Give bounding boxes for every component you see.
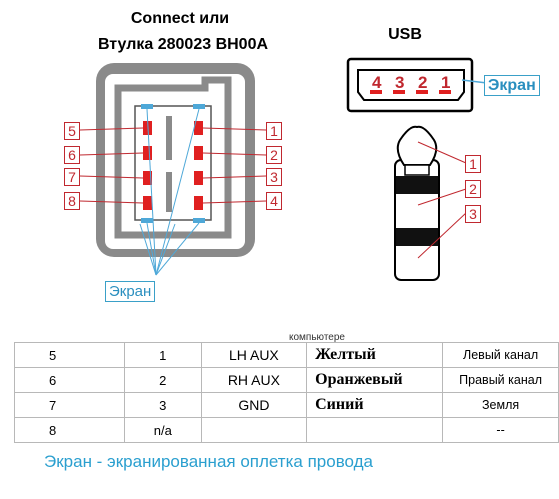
pins-left bbox=[143, 121, 152, 210]
pin-label-7: 7 bbox=[64, 168, 80, 186]
table-row: 6 2 RH AUX Оранжевый Правый канал bbox=[14, 367, 559, 393]
jack-plug bbox=[394, 125, 440, 281]
cell-pin: 6 bbox=[14, 367, 125, 393]
pin-label-2: 2 bbox=[266, 146, 282, 164]
cell-usb: n/a bbox=[123, 417, 202, 443]
usb-tongue bbox=[357, 69, 465, 101]
pin-label-1: 1 bbox=[266, 122, 282, 140]
usb-pin-3: 3 bbox=[395, 73, 405, 92]
pins-right bbox=[194, 121, 203, 210]
jack-leaders bbox=[417, 141, 467, 259]
jack-pin-1: 1 bbox=[465, 155, 481, 173]
usb-contacts bbox=[370, 90, 451, 94]
usb-pin-1: 1 bbox=[441, 73, 451, 92]
cell-pin: 7 bbox=[14, 392, 125, 418]
usb-title: USB bbox=[388, 26, 422, 43]
cell-usb: 1 bbox=[123, 342, 202, 368]
pin-label-8: 8 bbox=[64, 192, 80, 210]
pin-label-5: 5 bbox=[64, 122, 80, 140]
cell-desc: Левый канал bbox=[442, 342, 559, 368]
connector-title-line1: Connect или bbox=[130, 10, 230, 27]
center-key-top bbox=[166, 116, 172, 160]
pin-label-4: 4 bbox=[266, 192, 282, 210]
usb-pin-2: 2 bbox=[418, 73, 428, 92]
screen-contact-tl bbox=[141, 104, 153, 109]
pin-label-6: 6 bbox=[64, 146, 80, 164]
cell-desc: -- bbox=[442, 417, 559, 443]
cell-color: Синий bbox=[306, 392, 444, 418]
cell-signal: GND bbox=[200, 392, 308, 418]
screen-leaders bbox=[139, 108, 200, 276]
cell-desc: Правый канал bbox=[442, 367, 559, 393]
table-row: 8 n/a -- bbox=[14, 417, 559, 443]
cell-usb: 3 bbox=[123, 392, 202, 418]
cell-signal: RH AUX bbox=[200, 367, 308, 393]
center-key-bottom bbox=[166, 172, 172, 212]
right-pin-leaders bbox=[202, 127, 267, 204]
connector-inner-frame bbox=[114, 76, 232, 239]
cell-pin: 5 bbox=[14, 342, 125, 368]
screen-contact-tr bbox=[193, 104, 205, 109]
screen-contact-bl bbox=[141, 218, 153, 223]
pin-label-3: 3 bbox=[266, 168, 282, 186]
cell-color bbox=[306, 417, 444, 443]
usb-screen-leader bbox=[461, 79, 488, 84]
left-pin-leaders bbox=[79, 127, 144, 204]
cell-signal bbox=[200, 417, 308, 443]
table-row: 7 3 GND Синий Земля bbox=[14, 392, 559, 418]
cell-signal: LH AUX bbox=[200, 342, 308, 368]
footer-note: Экран - экранированная оплетка провода bbox=[44, 452, 373, 471]
usb-pin-4: 4 bbox=[372, 73, 382, 92]
cell-color: Оранжевый bbox=[306, 367, 444, 393]
usb-screen-label: Экран bbox=[484, 75, 540, 96]
jack-pin-3: 3 bbox=[465, 205, 481, 223]
pinout-table: 5 1 LH AUX Желтый Левый канал 6 2 RH AUX… bbox=[14, 342, 559, 443]
table-row: 5 1 LH AUX Желтый Левый канал bbox=[14, 342, 559, 368]
screen-contact-br bbox=[193, 218, 205, 223]
cell-pin: 8 bbox=[14, 417, 125, 443]
table-note: компьютере bbox=[289, 332, 345, 343]
cell-usb: 2 bbox=[123, 367, 202, 393]
connector-title-line2: Втулка 280023 BH00A bbox=[97, 36, 269, 53]
connector-screen-label: Экран bbox=[105, 281, 156, 302]
cell-color: Желтый bbox=[306, 342, 444, 368]
cell-desc: Земля bbox=[442, 392, 559, 418]
jack-pin-2: 2 bbox=[465, 180, 481, 198]
